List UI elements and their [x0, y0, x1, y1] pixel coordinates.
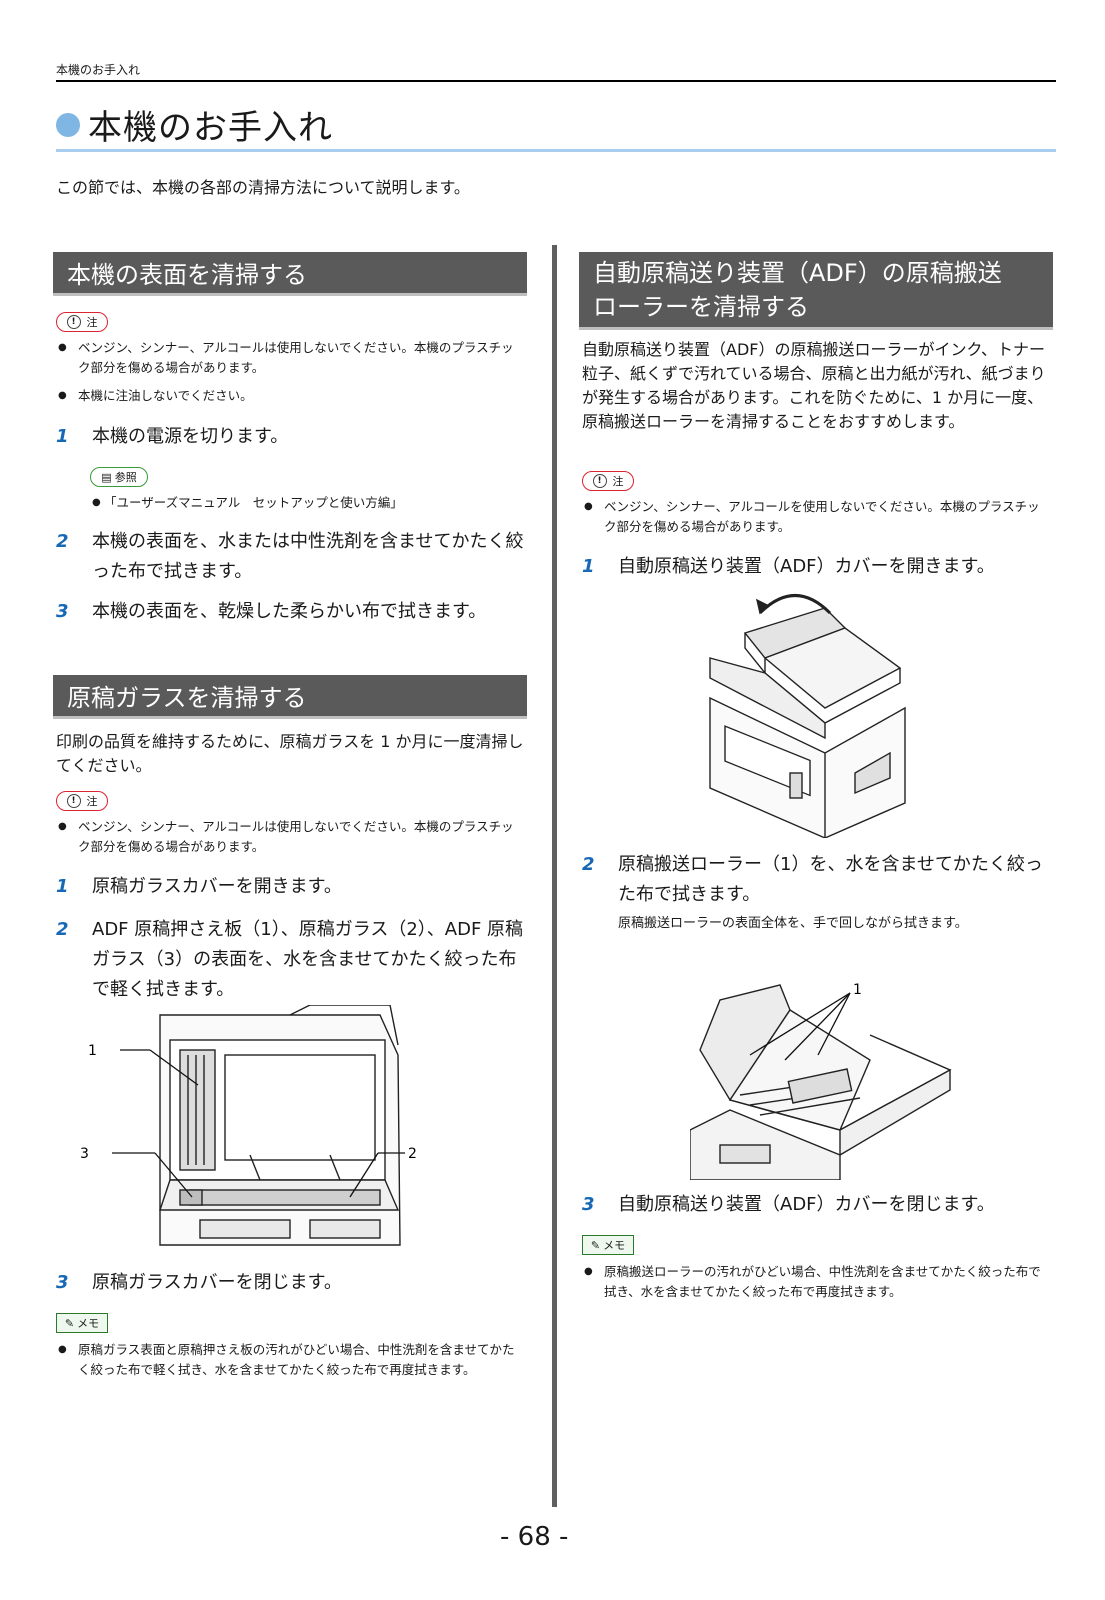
- step-text: 原稿ガラスカバーを開きます。: [92, 876, 342, 897]
- step-text: ADF 原稿押さえ板（1）、原稿ガラス（2）、ADF 原稿ガラス（3）の表面を、…: [92, 919, 524, 1000]
- column-divider: [552, 245, 557, 1507]
- step-sub-text: 原稿搬送ローラーの表面全体を、手で回しながら拭きます。: [618, 916, 968, 931]
- note-badge: ! 注: [56, 312, 108, 332]
- step-number: 3: [56, 601, 69, 622]
- section-heading-adf-roller: 自動原稿送り装置（ADF）の原稿搬送 ローラーを清掃する: [579, 252, 1053, 330]
- note-badge-label: 注: [86, 316, 98, 329]
- header-rule: [56, 80, 1056, 82]
- exclamation-icon: !: [66, 794, 81, 808]
- step-1: 1 自動原稿送り装置（ADF）カバーを開きます。: [582, 552, 1052, 582]
- exclamation-icon: !: [66, 315, 81, 329]
- reference-list: 「ユーザーズマニュアル セットアップと使い方編」: [90, 493, 520, 521]
- note-list: ベンジン、シンナー、アルコールは使用しないでください。本機のプラスチック部分を傷…: [56, 817, 526, 865]
- note-item: 本機に注油しないでください。: [56, 386, 526, 406]
- step-number: 1: [56, 876, 69, 897]
- platen-glass-illustration: 1 3 2: [80, 1005, 417, 1246]
- note-badge: ! 注: [56, 791, 108, 811]
- section-heading-text: ローラーを清掃する: [593, 292, 809, 321]
- section-heading-text: 本機の表面を清掃する: [67, 261, 307, 289]
- step-3: 3 自動原稿送り装置（ADF）カバーを閉じます。: [582, 1190, 1052, 1220]
- step-2: 2 原稿搬送ローラー（1）を、水を含ませてかたく絞った布で拭きます。: [582, 850, 1052, 910]
- memo-badge: ✎ メモ: [56, 1313, 108, 1333]
- note-item: ベンジン、シンナー、アルコールは使用しないでください。本機のプラスチック部分を傷…: [56, 817, 526, 857]
- step-text: 本機の表面を、水または中性洗剤を含ませてかたく絞った布で拭きます。: [92, 531, 524, 582]
- pencil-icon: ✎: [64, 1316, 75, 1330]
- step-number: 3: [582, 1194, 595, 1215]
- reference-badge: ▤ 参照: [90, 467, 148, 487]
- title-bullet-icon: [56, 113, 80, 137]
- section-intro: 印刷の品質を維持するために、原稿ガラスを 1 か月に一度清掃してください。: [56, 732, 524, 775]
- note-badge: ! 注: [582, 471, 634, 491]
- callout-label: 3: [80, 1146, 89, 1162]
- step-number: 3: [56, 1272, 69, 1293]
- memo-item: 原稿搬送ローラーの汚れがひどい場合、中性洗剤を含ませてかたく絞った布で拭き、水を…: [582, 1262, 1052, 1302]
- step-3: 3 原稿ガラスカバーを閉じます。: [56, 1268, 526, 1298]
- section-heading-text: 原稿ガラスを清掃する: [67, 684, 307, 712]
- step-1: 1 本機の電源を切ります。: [56, 422, 526, 452]
- memo-item: 原稿ガラス表面と原稿押さえ板の汚れがひどい場合、中性洗剤を含ませてかたく絞った布…: [56, 1340, 526, 1380]
- callout-label: 1: [88, 1043, 97, 1059]
- section-heading-surface: 本機の表面を清掃する: [53, 252, 527, 296]
- step-text: 本機の表面を、乾燥した柔らかい布で拭きます。: [92, 601, 487, 622]
- adf-roller-illustration: 1: [690, 982, 952, 1180]
- page-intro: この節では、本機の各部の清掃方法について説明します。: [56, 178, 470, 197]
- step-2: 2 本機の表面を、水または中性洗剤を含ませてかたく絞った布で拭きます。: [56, 527, 526, 587]
- step-1: 1 原稿ガラスカバーを開きます。: [56, 872, 526, 902]
- memo-list: 原稿ガラス表面と原稿押さえ板の汚れがひどい場合、中性洗剤を含ませてかたく絞った布…: [56, 1340, 526, 1388]
- note-badge-label: 注: [86, 795, 98, 808]
- step-text: 自動原稿送り装置（ADF）カバーを開きます。: [618, 556, 995, 577]
- section-intro: 自動原稿送り装置（ADF）の原稿搬送ローラーがインク、トナー粒子、紙くずで汚れて…: [582, 340, 1046, 431]
- callout-label: 2: [408, 1146, 417, 1162]
- step-2: 2 ADF 原稿押さえ板（1）、原稿ガラス（2）、ADF 原稿ガラス（3）の表面…: [56, 915, 526, 1005]
- page-title: 本機のお手入れ: [88, 108, 333, 148]
- step-text: 自動原稿送り装置（ADF）カバーを閉じます。: [618, 1194, 995, 1215]
- book-icon: ▤: [101, 470, 112, 484]
- note-item: ベンジン、シンナー、アルコールは使用しないでください。本機のプラスチック部分を傷…: [56, 338, 526, 378]
- page-number: - 68 -: [500, 1522, 569, 1552]
- running-header: 本機のお手入れ: [56, 63, 141, 77]
- step-3: 3 本機の表面を、乾燥した柔らかい布で拭きます。: [56, 597, 526, 627]
- step-text: 原稿搬送ローラー（1）を、水を含ませてかたく絞った布で拭きます。: [618, 854, 1043, 905]
- callout-label: 1: [853, 982, 862, 998]
- step-number: 2: [56, 531, 69, 552]
- memo-badge: ✎ メモ: [582, 1235, 634, 1255]
- step-text: 本機の電源を切ります。: [92, 426, 289, 447]
- step-text: 原稿ガラスカバーを閉じます。: [92, 1272, 342, 1293]
- note-list: ベンジン、シンナー、アルコールは使用しないでください。本機のプラスチック部分を傷…: [56, 338, 526, 414]
- step-number: 2: [56, 919, 69, 940]
- memo-badge-label: メモ: [603, 1239, 626, 1252]
- step-number: 1: [56, 426, 69, 447]
- section-heading-glass: 原稿ガラスを清掃する: [53, 675, 527, 719]
- note-badge-label: 注: [612, 475, 624, 488]
- title-rule: [56, 149, 1056, 152]
- step-number: 1: [582, 556, 595, 577]
- section-heading-text: 自動原稿送り装置（ADF）の原稿搬送: [593, 258, 1002, 287]
- note-list: ベンジン、シンナー、アルコールを使用しないでください。本機のプラスチック部分を傷…: [582, 497, 1052, 545]
- memo-badge-label: メモ: [77, 1317, 100, 1330]
- step-number: 2: [582, 854, 595, 875]
- exclamation-icon: !: [592, 474, 607, 488]
- memo-list: 原稿搬送ローラーの汚れがひどい場合、中性洗剤を含ませてかたく絞った布で拭き、水を…: [582, 1262, 1052, 1310]
- reference-link[interactable]: 「ユーザーズマニュアル セットアップと使い方編」: [90, 493, 520, 513]
- note-item: ベンジン、シンナー、アルコールを使用しないでください。本機のプラスチック部分を傷…: [582, 497, 1052, 537]
- pencil-icon: ✎: [590, 1238, 601, 1252]
- adf-cover-open-illustration: [709, 594, 906, 838]
- ref-badge-label: 参照: [114, 471, 137, 484]
